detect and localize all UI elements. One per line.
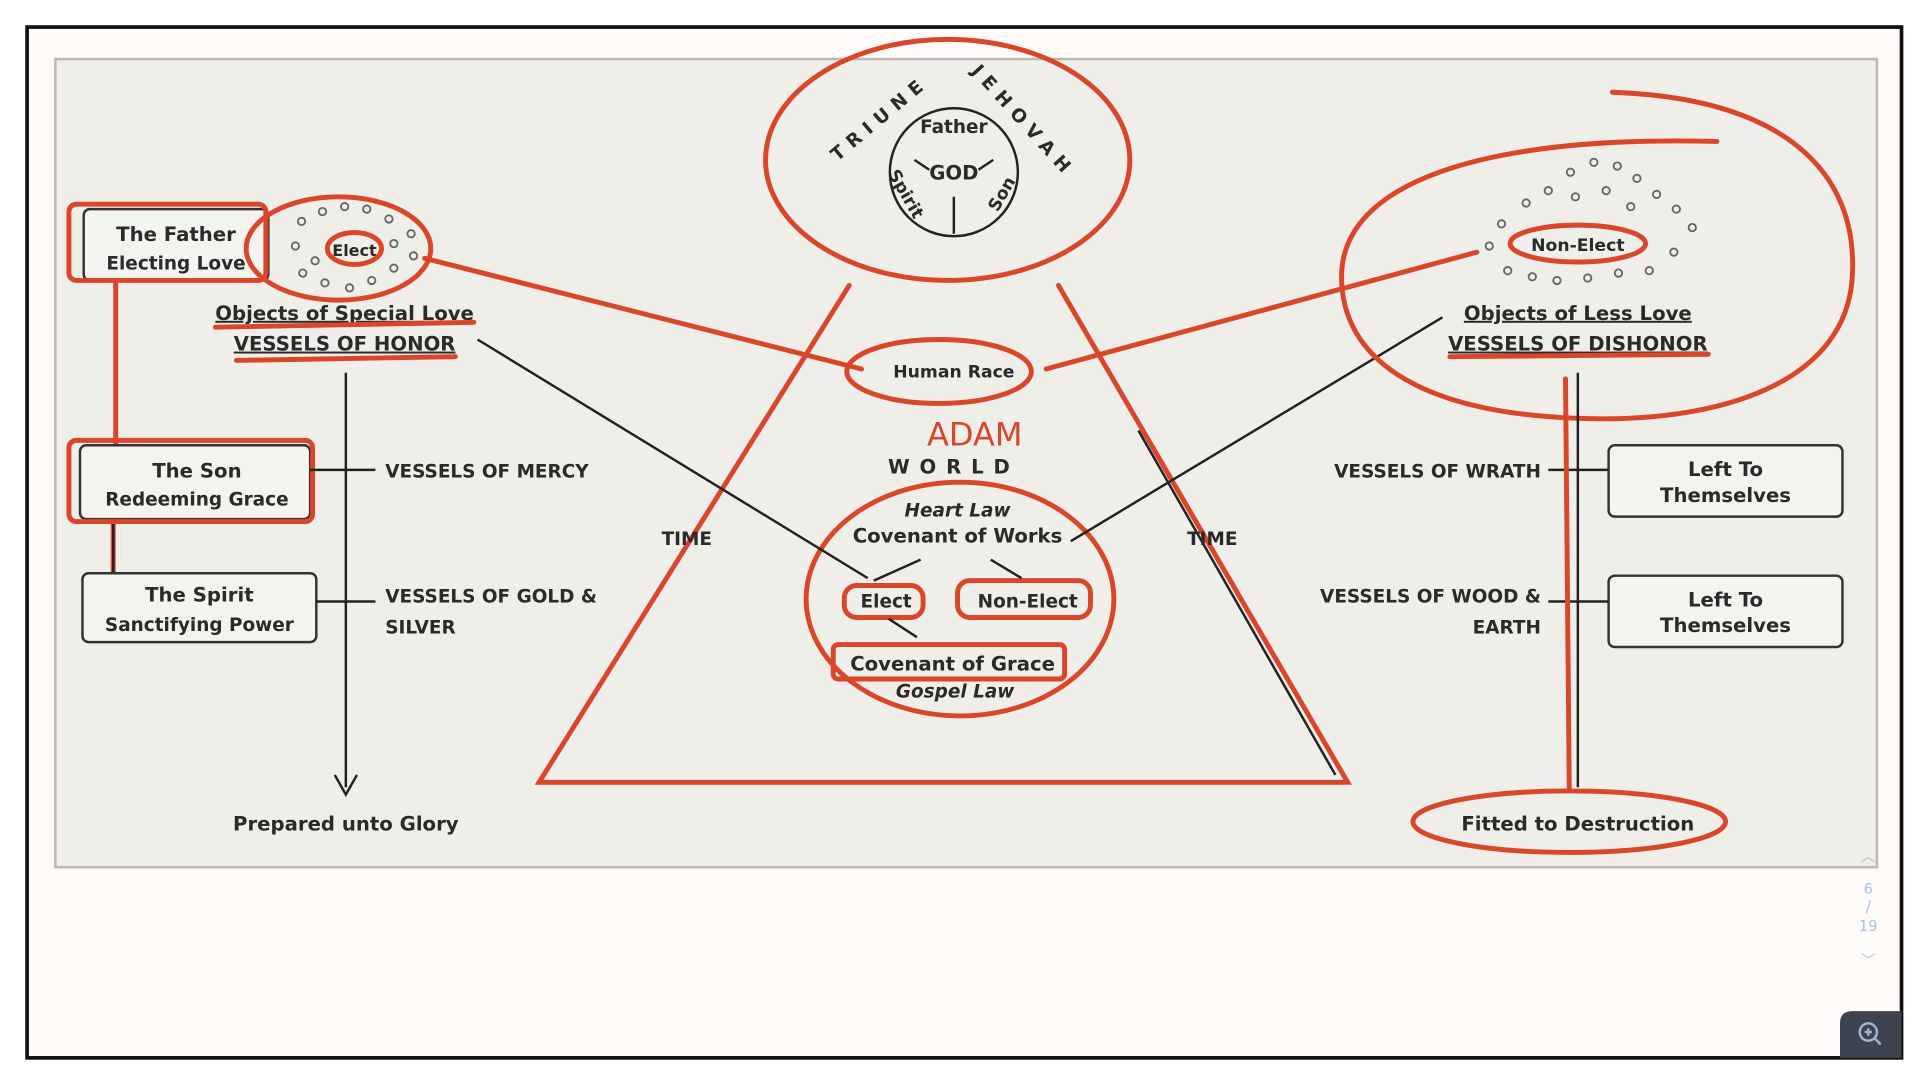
world-label: WORLD: [888, 456, 1020, 479]
zoom-button[interactable]: [1840, 1011, 1902, 1058]
page-separator: /: [1866, 898, 1871, 915]
heart-law: Heart Law: [905, 501, 1012, 522]
annotation-line-right: [1563, 376, 1572, 790]
left-to-1b: Themselves: [1660, 484, 1791, 507]
covenant-of-grace: Covenant of Grace: [850, 652, 1055, 675]
vessels-of-mercy: VESSELS OF MERCY: [385, 461, 589, 482]
total-pages: 19: [1859, 918, 1878, 935]
left-to-1a: Left To: [1688, 458, 1763, 481]
vessels-of-honor: VESSELS OF HONOR: [234, 333, 456, 356]
annotation-destruction: [1410, 788, 1728, 855]
father-title: The Father: [116, 223, 236, 246]
vessels-wood-1: VESSELS OF WOOD &: [1320, 587, 1541, 608]
gospel-law: Gospel Law: [896, 681, 1015, 702]
annotation-triangle: [534, 282, 1352, 785]
god-label: GOD: [929, 162, 978, 185]
annotation-box-son: [66, 437, 316, 525]
son-title: The Son: [152, 459, 241, 482]
father-subtitle: Electing Love: [106, 253, 245, 274]
elect-label: Elect: [332, 241, 377, 260]
left-to-themselves-box-2: [1607, 574, 1844, 649]
annotation-underline-left: [212, 319, 477, 363]
son-subtitle: Redeeming Grace: [105, 490, 288, 511]
annotation-elect-group: [243, 194, 434, 303]
time-left: TIME: [662, 529, 712, 550]
covenant-of-works: Covenant of Works: [853, 524, 1063, 547]
annotation-circle-right: [1339, 89, 1856, 422]
fitted-to-destruction: Fitted to Destruction: [1461, 812, 1694, 835]
annotation-non-elect: [1507, 222, 1649, 265]
father-label: Father: [920, 117, 988, 138]
vessels-of-wrath: VESSELS OF WRATH: [1334, 461, 1541, 482]
prepared-unto-glory: Prepared unto Glory: [233, 812, 459, 835]
elect-dots: [290, 202, 419, 293]
center-non-elect: Non-Elect: [978, 592, 1078, 613]
annotation-human-race: [844, 337, 1034, 406]
vessels-gold-1: VESSELS OF GOLD &: [385, 587, 597, 608]
human-race: Human Race: [893, 363, 1014, 383]
annotation-circle-god: [763, 36, 1133, 283]
vessels-gold-2: SILVER: [385, 617, 455, 638]
annotation-elect: [324, 230, 384, 267]
prev-page-button[interactable]: ︿: [1861, 848, 1876, 865]
annotation-arrows: [422, 249, 1480, 372]
spirit-title: The Spirit: [145, 584, 253, 607]
left-to-2a: Left To: [1688, 588, 1763, 611]
spirit-box: [81, 571, 318, 644]
left-arrow: [310, 372, 376, 798]
time-right: TIME: [1187, 529, 1237, 550]
connector-arrows: [424, 250, 1478, 639]
spirit-subtitle: Sanctifying Power: [105, 615, 295, 636]
annotation-box-father: [66, 201, 269, 283]
left-to-themselves-box-1: [1607, 444, 1844, 518]
center-elect: Elect: [861, 592, 912, 613]
next-page-button[interactable]: ﹀: [1861, 953, 1876, 970]
left-to-2b: Themselves: [1660, 614, 1791, 637]
annotation-center-non-elect: [955, 578, 1093, 620]
annotation-center-elect: [841, 583, 926, 620]
vessels-wood-2: EARTH: [1473, 617, 1541, 638]
objects-special-love: Objects of Special Love: [215, 302, 474, 325]
right-arrow: [1548, 372, 1609, 788]
world-circle: [803, 479, 1117, 719]
non-elect-label: Non-Elect: [1531, 236, 1624, 256]
non-elect-dots: [1484, 157, 1697, 286]
zoom-in-icon: [1858, 1022, 1879, 1042]
annotation-covenant-grace: [830, 642, 1068, 682]
objects-less-love: Objects of Less Love: [1464, 302, 1692, 325]
current-page: 6: [1864, 881, 1873, 898]
adam-annotation: ADAM: [927, 415, 1022, 453]
vessels-of-dishonor: VESSELS OF DISHONOR: [1448, 333, 1708, 356]
